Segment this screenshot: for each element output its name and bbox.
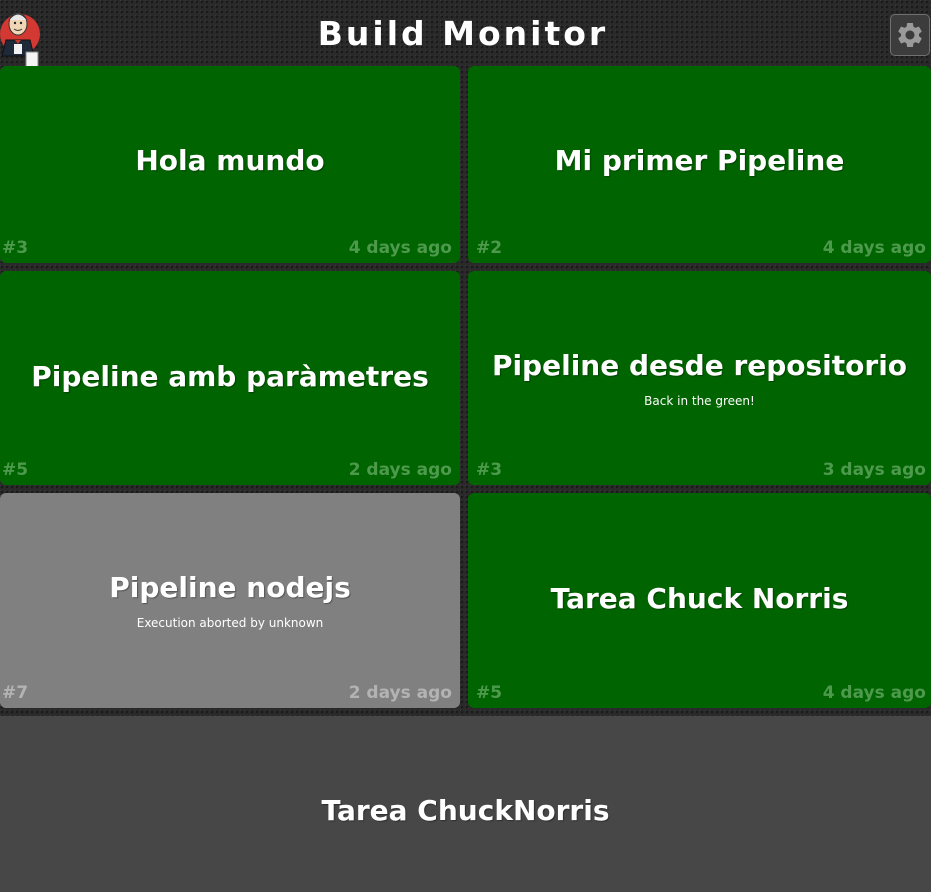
settings-button[interactable]	[890, 14, 930, 56]
build-number[interactable]: #2	[476, 238, 503, 258]
build-time: 2 days ago	[348, 460, 452, 480]
build-detail: Back in the green!	[644, 394, 755, 408]
job-name[interactable]: Hola mundo	[135, 144, 325, 177]
build-number[interactable]: #5	[476, 683, 503, 703]
header-bar: Build Monitor	[0, 0, 931, 71]
job-tile-pipeline-nodejs[interactable]: Pipeline nodejs Execution aborted by unk…	[0, 493, 460, 708]
job-name[interactable]: Tarea ChuckNorris	[321, 794, 610, 827]
build-time: 4 days ago	[348, 238, 452, 258]
build-time: 2 days ago	[348, 683, 452, 703]
build-time: 3 days ago	[822, 460, 926, 480]
job-tile-pipeline-desde-repositorio[interactable]: Pipeline desde repositorio Back in the g…	[468, 271, 931, 485]
job-tile-hola-mundo[interactable]: Hola mundo #3 4 days ago	[0, 66, 460, 263]
build-number[interactable]: #5	[2, 460, 29, 480]
job-name[interactable]: Tarea Chuck Norris	[550, 582, 849, 615]
job-name[interactable]: Mi primer Pipeline	[554, 144, 845, 177]
build-number[interactable]: #3	[2, 238, 29, 258]
job-tile-tarea-chucknorris[interactable]: Tarea ChuckNorris	[0, 716, 931, 892]
job-name[interactable]: Pipeline amb paràmetres	[31, 360, 429, 393]
build-detail: Execution aborted by unknown	[136, 616, 324, 630]
gear-icon	[898, 22, 922, 47]
page-title: Build Monitor	[317, 14, 609, 53]
job-tile-tarea-chuck-norris[interactable]: Tarea Chuck Norris #5 4 days ago	[468, 493, 931, 708]
build-number[interactable]: #3	[476, 460, 503, 480]
job-name[interactable]: Pipeline nodejs	[109, 571, 351, 604]
job-name[interactable]: Pipeline desde repositorio	[491, 349, 908, 382]
job-tile-mi-primer-pipeline[interactable]: Mi primer Pipeline #2 4 days ago	[468, 66, 931, 263]
job-tile-pipeline-amb-parametres[interactable]: Pipeline amb paràmetres #5 2 days ago	[0, 271, 460, 485]
build-time: 4 days ago	[822, 238, 926, 258]
build-number[interactable]: #7	[2, 683, 29, 703]
jenkins-logo-icon[interactable]	[0, 6, 44, 78]
build-time: 4 days ago	[822, 683, 926, 703]
